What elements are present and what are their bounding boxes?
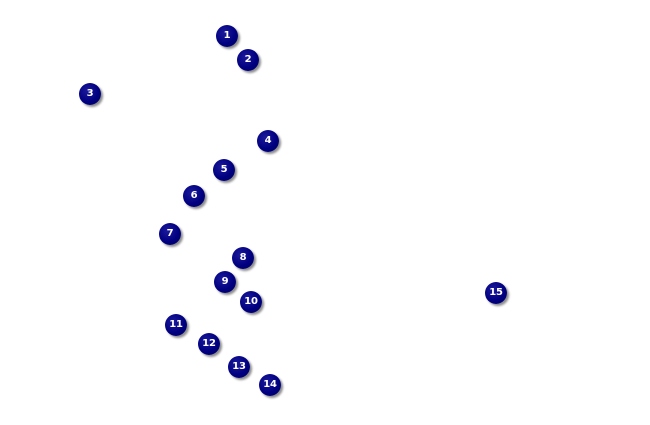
marker-label: 13 [232,361,246,372]
marker-label: 11 [169,319,183,330]
marker-14[interactable]: 14 [259,374,281,396]
marker-3[interactable]: 3 [79,83,101,105]
marker-label: 8 [239,252,247,263]
marker-label: 5 [220,164,228,175]
marker-label: 12 [202,338,216,349]
marker-7[interactable]: 7 [159,223,181,245]
marker-label: 15 [489,287,503,298]
marker-9[interactable]: 9 [214,271,236,293]
marker-8[interactable]: 8 [232,247,254,269]
marker-11[interactable]: 11 [165,314,187,336]
marker-label: 4 [264,135,272,146]
marker-15[interactable]: 15 [485,282,507,304]
marker-label: 9 [221,276,229,287]
marker-2[interactable]: 2 [237,49,259,71]
marker-6[interactable]: 6 [183,185,205,207]
marker-10[interactable]: 10 [240,291,262,313]
marker-label: 6 [190,190,198,201]
marker-13[interactable]: 13 [228,356,250,378]
marker-label: 10 [244,296,258,307]
marker-label: 7 [166,228,174,239]
marker-label: 1 [223,30,231,41]
marker-label: 2 [244,54,252,65]
marker-5[interactable]: 5 [213,159,235,181]
marker-label: 3 [86,88,94,99]
marker-label: 14 [263,379,277,390]
marker-1[interactable]: 1 [216,25,238,47]
marker-4[interactable]: 4 [257,130,279,152]
marker-12[interactable]: 12 [198,333,220,355]
